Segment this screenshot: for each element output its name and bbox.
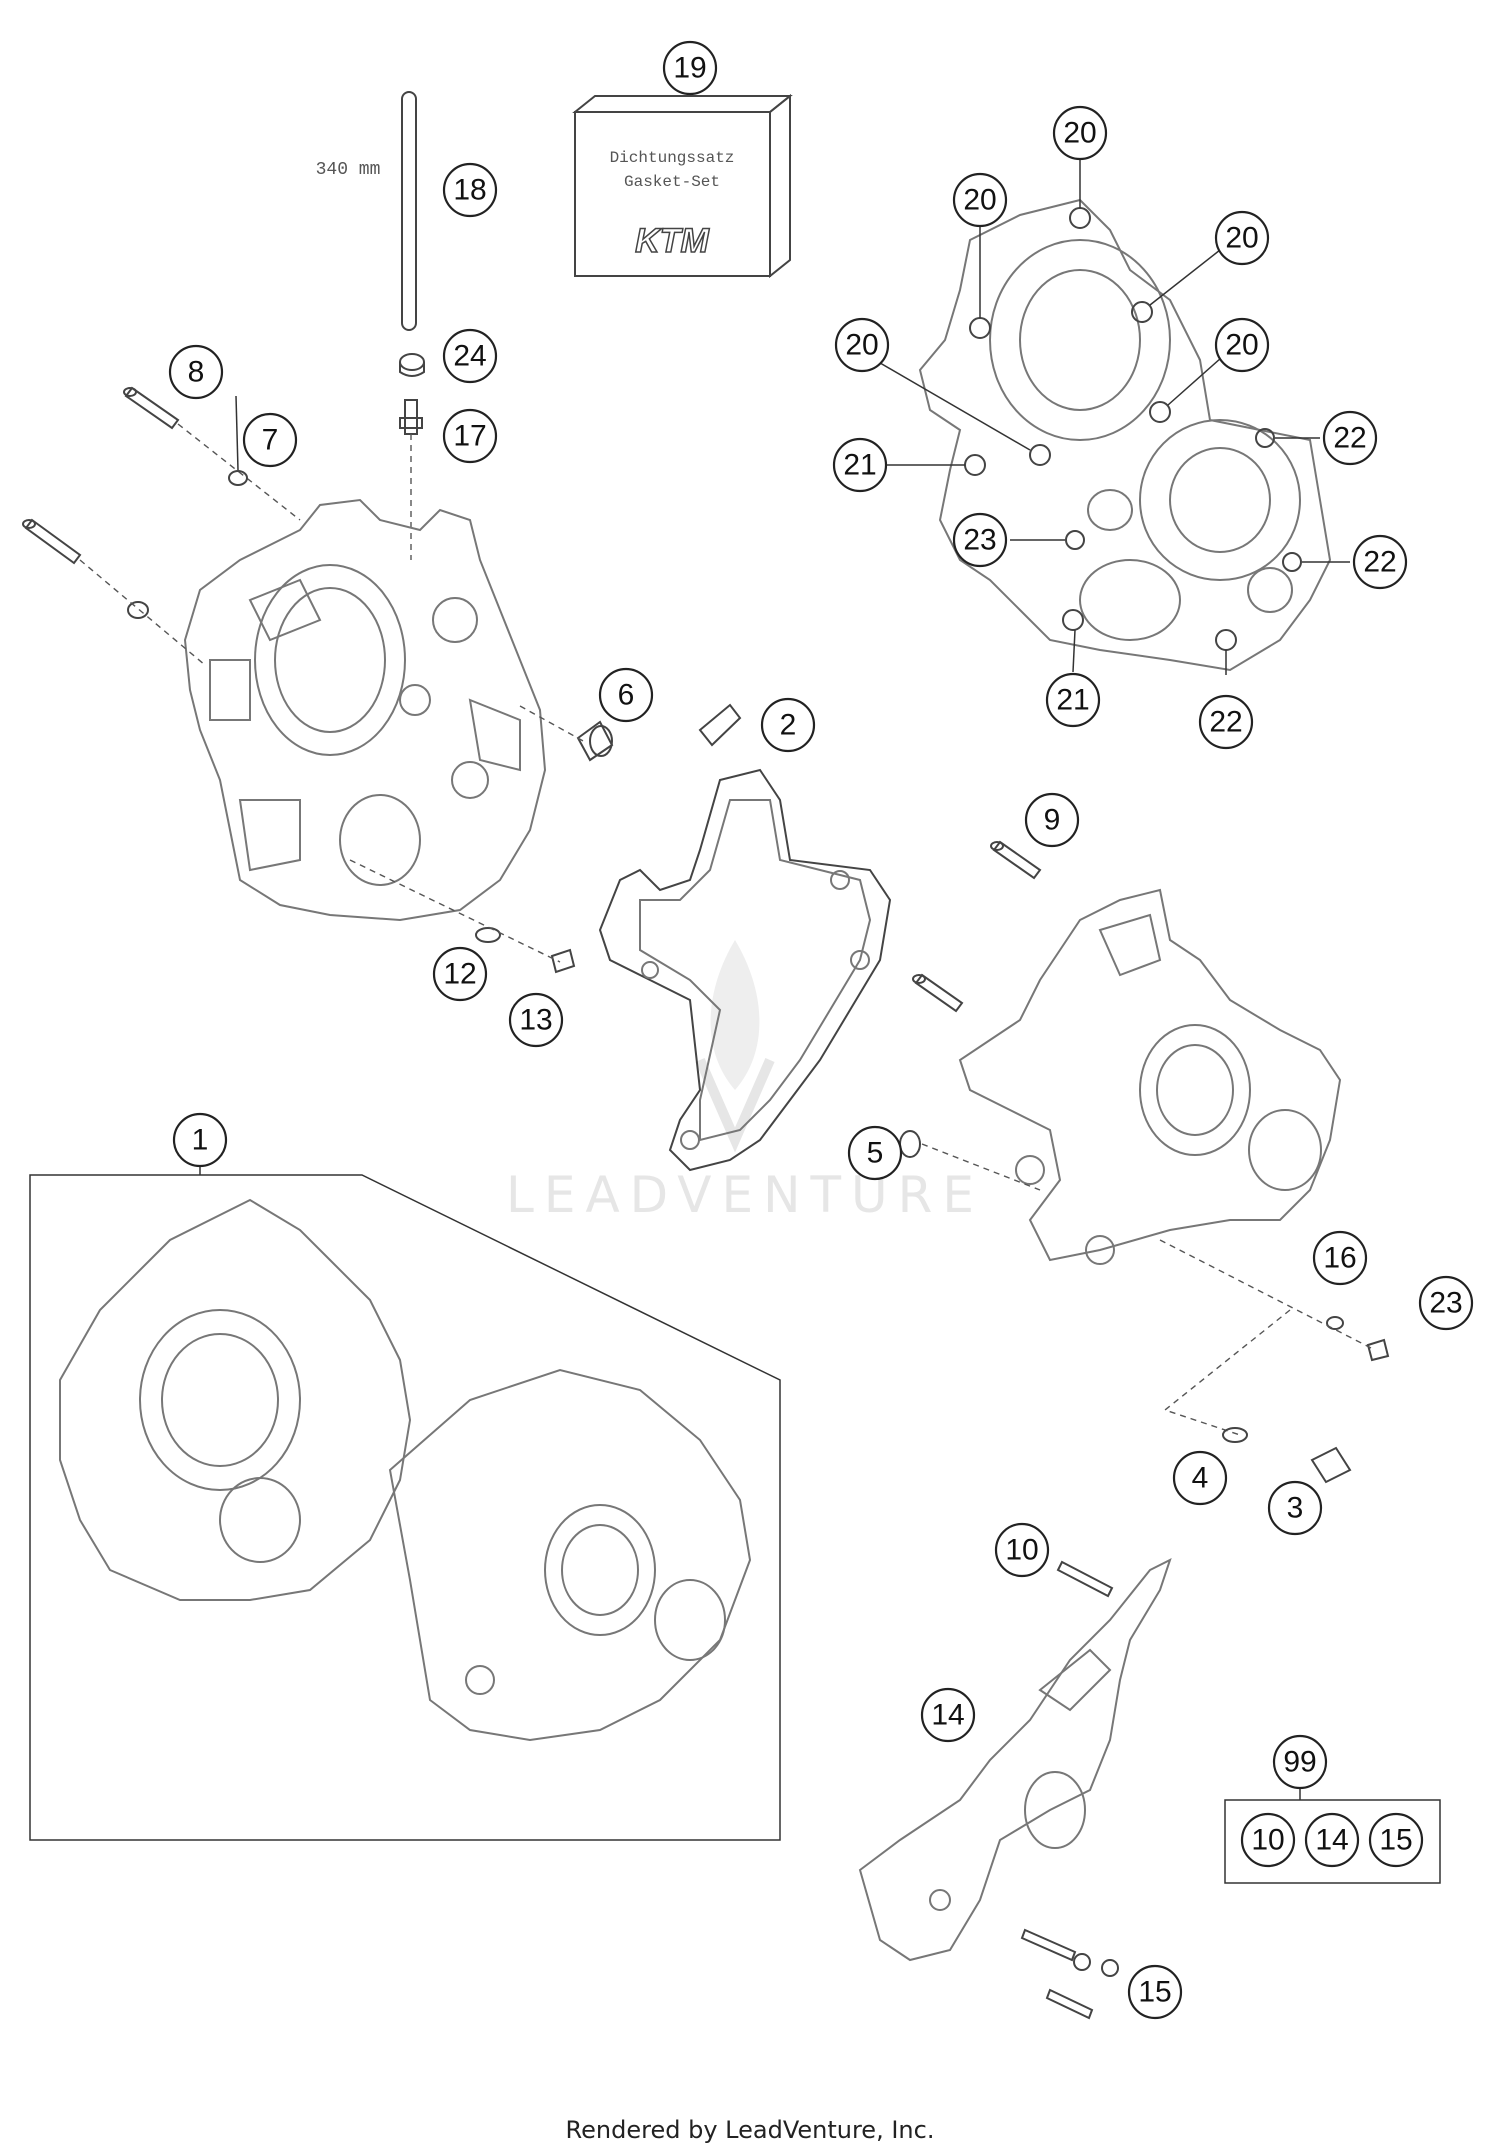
svg-text:14: 14 xyxy=(1315,1824,1348,1857)
callout-5[interactable]: 5 xyxy=(847,1125,903,1181)
svg-text:2: 2 xyxy=(780,709,797,742)
gasket-box-line1: Dichtungssatz xyxy=(610,149,735,167)
svg-text:23: 23 xyxy=(1429,1287,1462,1320)
callout-3[interactable]: 3 xyxy=(1267,1480,1323,1536)
svg-text:9: 9 xyxy=(1044,804,1061,837)
svg-text:15: 15 xyxy=(1379,1824,1412,1857)
ktm-logo: KTM xyxy=(635,222,709,260)
kit-callout-14[interactable]: 14 xyxy=(1304,1812,1360,1868)
right-case-fasteners xyxy=(899,840,1390,1484)
callout-10[interactable]: 10 xyxy=(994,1522,1050,1578)
gasket-box-line2: Gasket-Set xyxy=(624,173,720,191)
svg-text:20: 20 xyxy=(845,329,878,362)
leader-lines xyxy=(235,160,1350,675)
svg-text:20: 20 xyxy=(963,184,996,217)
svg-text:10: 10 xyxy=(1005,1534,1038,1567)
callouts: 19 18 24 17 8 7 6 2 12 13 1 20 20 20 20 … xyxy=(168,40,1474,2020)
callout-22-top[interactable]: 22 xyxy=(1322,410,1378,466)
callout-20-top[interactable]: 20 xyxy=(1052,105,1108,161)
callout-8[interactable]: 8 xyxy=(168,344,224,400)
svg-text:3: 3 xyxy=(1287,1492,1304,1525)
svg-text:6: 6 xyxy=(618,679,635,712)
crankcase-gasket xyxy=(598,768,892,1172)
svg-text:10: 10 xyxy=(1251,1824,1284,1857)
hose-clamp xyxy=(399,353,425,377)
kit-callout-15[interactable]: 15 xyxy=(1368,1812,1424,1868)
left-crankcase-half xyxy=(183,498,547,922)
svg-text:23: 23 xyxy=(963,524,996,557)
svg-text:20: 20 xyxy=(1063,117,1096,150)
sprocket-cover xyxy=(858,1558,1172,1962)
callout-99[interactable]: 99 xyxy=(1272,1734,1328,1790)
callout-13[interactable]: 13 xyxy=(508,992,564,1048)
callout-7[interactable]: 7 xyxy=(242,412,298,468)
callout-22-middle[interactable]: 22 xyxy=(1352,534,1408,590)
svg-text:8: 8 xyxy=(188,356,205,389)
callout-23-lower[interactable]: 23 xyxy=(1418,1275,1474,1331)
svg-text:15: 15 xyxy=(1138,1976,1171,2009)
callout-9[interactable]: 9 xyxy=(1024,792,1080,848)
svg-text:13: 13 xyxy=(519,1004,552,1037)
kit-box xyxy=(1224,1789,1441,1884)
stud-bolts xyxy=(22,386,301,666)
svg-text:24: 24 xyxy=(453,340,486,373)
callout-22-bottom[interactable]: 22 xyxy=(1198,694,1254,750)
crankcase-assembly-frame xyxy=(29,1166,781,1841)
crankcase-assembly xyxy=(59,1198,752,1742)
callout-2[interactable]: 2 xyxy=(760,697,816,753)
svg-text:22: 22 xyxy=(1333,422,1366,455)
svg-text:22: 22 xyxy=(1209,706,1242,739)
svg-text:20: 20 xyxy=(1225,329,1258,362)
watermark-text: LEADVENTURE xyxy=(506,1166,984,1224)
svg-text:17: 17 xyxy=(453,420,486,453)
callout-12[interactable]: 12 xyxy=(432,946,488,1002)
crankcase-inner-view xyxy=(918,198,1332,672)
callout-15[interactable]: 15 xyxy=(1127,1964,1183,2020)
dowel-plate xyxy=(698,703,742,747)
callout-19[interactable]: 19 xyxy=(662,40,718,96)
svg-text:21: 21 xyxy=(843,449,876,482)
svg-text:5: 5 xyxy=(867,1137,884,1170)
svg-text:18: 18 xyxy=(453,174,486,207)
right-crankcase-half xyxy=(958,888,1342,1265)
callout-18[interactable]: 18 xyxy=(442,162,498,218)
callout-14[interactable]: 14 xyxy=(920,1687,976,1743)
vent-nipple xyxy=(399,399,423,560)
callout-21-left[interactable]: 21 xyxy=(832,437,888,493)
bearing-screws xyxy=(964,207,1302,651)
callout-20-right-upper[interactable]: 20 xyxy=(1214,210,1270,266)
gasket-set-box: Dichtungssatz Gasket-Set KTM xyxy=(572,93,793,279)
svg-text:99: 99 xyxy=(1283,1746,1316,1779)
svg-text:19: 19 xyxy=(673,52,706,85)
watermark: LEADVENTURE xyxy=(506,940,984,1224)
tube-length-label: 340 mm xyxy=(316,160,381,180)
drain-washer-bolt xyxy=(349,859,576,974)
callout-6[interactable]: 6 xyxy=(598,667,654,723)
callout-21-bottom[interactable]: 21 xyxy=(1045,672,1101,728)
callout-1[interactable]: 1 xyxy=(172,1112,228,1168)
callout-16[interactable]: 16 xyxy=(1312,1230,1368,1286)
callout-4[interactable]: 4 xyxy=(1172,1450,1228,1506)
svg-text:14: 14 xyxy=(931,1699,964,1732)
callout-17[interactable]: 17 xyxy=(442,408,498,464)
callout-20-right-lower[interactable]: 20 xyxy=(1214,317,1270,373)
kit-callout-10[interactable]: 10 xyxy=(1240,1812,1296,1868)
callout-20-left[interactable]: 20 xyxy=(952,172,1008,228)
svg-text:20: 20 xyxy=(1225,222,1258,255)
svg-text:1: 1 xyxy=(192,1124,209,1157)
svg-text:4: 4 xyxy=(1192,1462,1209,1495)
footer-credit: Rendered by LeadVenture, Inc. xyxy=(565,2116,935,2144)
svg-text:7: 7 xyxy=(262,424,279,457)
cover-screws xyxy=(1020,1560,1119,2020)
callout-24[interactable]: 24 xyxy=(442,328,498,384)
bushing xyxy=(519,705,614,762)
callout-23-upper[interactable]: 23 xyxy=(952,512,1008,568)
svg-text:22: 22 xyxy=(1363,546,1396,579)
vent-tube: 340 mm xyxy=(316,91,417,331)
callout-20-far-left[interactable]: 20 xyxy=(834,317,890,373)
svg-text:16: 16 xyxy=(1323,1242,1356,1275)
svg-text:12: 12 xyxy=(443,958,476,991)
svg-text:21: 21 xyxy=(1056,684,1089,717)
